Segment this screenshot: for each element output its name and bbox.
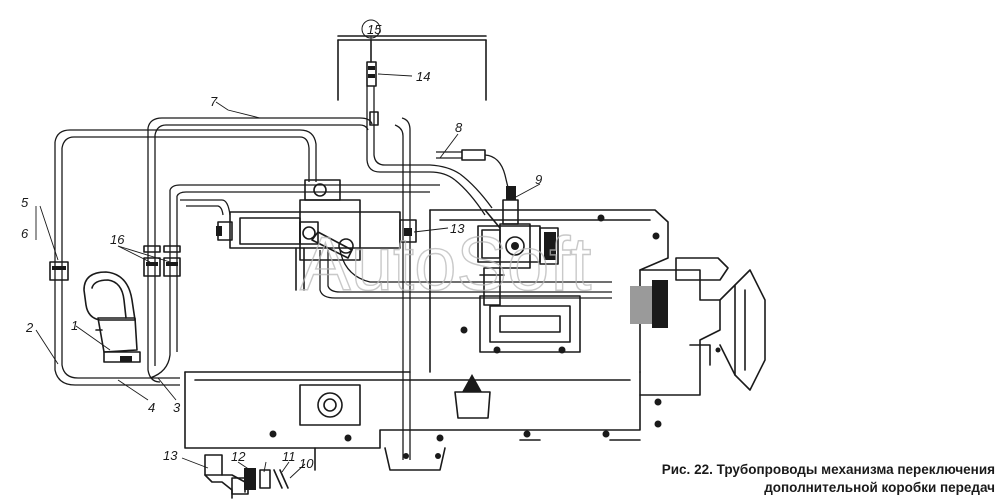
cab-floor-panel	[337, 35, 487, 101]
fitting-14	[366, 39, 379, 126]
callout-4: 4	[148, 400, 155, 415]
callout-8: 8	[455, 120, 463, 135]
callout-1: 1	[71, 318, 78, 333]
caption-line-1: Рис. 22. Трубопроводы механизма переключ…	[661, 462, 995, 477]
shift-valve-block	[216, 179, 417, 291]
callout-14: 14	[416, 69, 430, 84]
callout-5: 5	[21, 195, 29, 210]
callout-6: 6	[21, 226, 29, 241]
callout-15-circle	[361, 19, 381, 39]
gearbox-housing	[184, 209, 669, 471]
figure-caption: Рис. 22. Трубопроводы механизма переключ…	[623, 461, 995, 497]
callout-labels: 15 14 7 8 9 13 5 6 16 1 2 4 3 13 12 11 1…	[21, 22, 542, 471]
output-flange	[630, 257, 766, 396]
shift-lever-unit	[83, 271, 141, 363]
leader-lines	[35, 36, 541, 479]
callout-12: 12	[231, 449, 246, 464]
callout-9: 9	[535, 172, 542, 187]
fitting-parts-exploded	[204, 454, 289, 499]
pipe-couplings	[49, 245, 181, 281]
callout-11: 11	[282, 449, 296, 464]
callout-7: 7	[210, 94, 218, 109]
callout-2: 2	[25, 320, 34, 335]
callout-16: 16	[110, 232, 125, 247]
callout-13-upper: 13	[450, 221, 465, 236]
callout-15: 15	[367, 22, 382, 37]
callout-3: 3	[173, 400, 181, 415]
callout-10: 10	[299, 456, 314, 471]
caption-line-2: дополнительной коробки передач	[764, 480, 995, 495]
valve-assembly-9	[477, 186, 559, 306]
callout-13-lower: 13	[163, 448, 178, 463]
watermark: AutoSoft	[300, 222, 592, 307]
